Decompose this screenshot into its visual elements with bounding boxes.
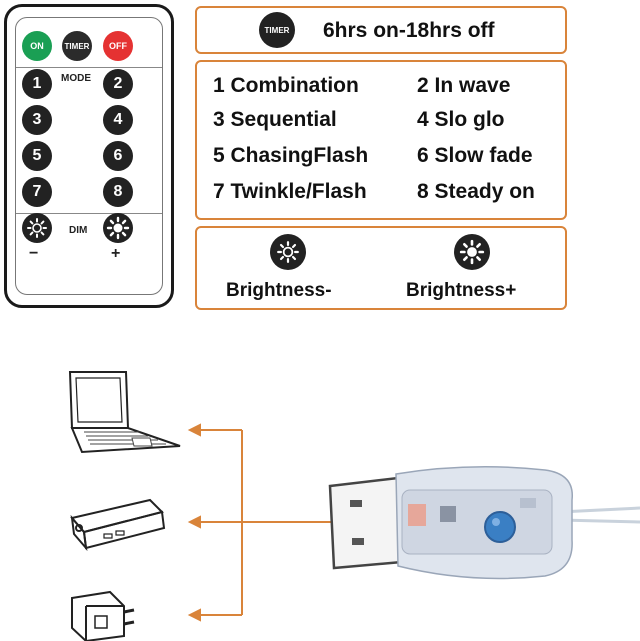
mode-button-label: 8 — [113, 183, 123, 200]
dim-label: DIM — [69, 225, 88, 236]
on-button[interactable]: ON — [22, 31, 52, 61]
timer-info-box: TIMER 6hrs on-18hrs off — [195, 6, 567, 54]
usb-controller-icon — [328, 466, 640, 580]
wall-adapter-icon — [71, 590, 135, 641]
mode-item-3: 3 Sequential — [213, 108, 337, 131]
plus-sign: + — [111, 245, 121, 262]
minus-sign: − — [29, 245, 39, 262]
remote-panel — [15, 17, 163, 295]
mode-item-7: 7 Twinkle/Flash — [213, 180, 367, 203]
timer-badge: TIMER — [259, 12, 295, 48]
sun-icon — [27, 218, 47, 238]
mode-button-label: 5 — [32, 147, 42, 164]
mode-button-5[interactable]: 5 — [22, 141, 52, 171]
remote-divider — [16, 67, 162, 68]
remote-control: ON TIMER OFF MODE 1 2 3 4 5 6 7 8 DIM — [4, 4, 174, 308]
mode-item-1: 1 Combination — [213, 74, 359, 97]
dim-up-button[interactable] — [103, 213, 133, 243]
mode-button-label: 7 — [32, 183, 42, 200]
brightness-plus-label: Brightness+ — [406, 280, 517, 301]
off-button[interactable]: OFF — [103, 31, 133, 61]
timer-label: TIMER — [64, 41, 90, 51]
off-label: OFF — [109, 41, 127, 51]
sun-icon — [277, 241, 299, 263]
laptop-icon — [68, 371, 181, 454]
modes-info-box: 1 Combination 2 In wave 3 Sequential 4 S… — [195, 60, 567, 220]
mode-button-label: 1 — [32, 75, 42, 92]
timer-button[interactable]: TIMER — [62, 31, 92, 61]
mode-button-2[interactable]: 2 — [103, 69, 133, 99]
mode-button-label: 4 — [113, 111, 123, 128]
mode-item-6: 6 Slow fade — [417, 144, 533, 167]
power-bank-icon — [70, 498, 166, 552]
mode-label: MODE — [61, 73, 91, 84]
mode-button-7[interactable]: 7 — [22, 177, 52, 207]
remote-divider — [16, 213, 162, 214]
brightness-info-box: Brightness- Brightness+ — [195, 226, 567, 310]
on-label: ON — [30, 41, 44, 51]
timer-badge-label: TIMER — [264, 25, 290, 35]
timer-description: 6hrs on-18hrs off — [323, 19, 495, 42]
brightness-down-icon — [270, 234, 306, 270]
mode-button-label: 3 — [32, 111, 42, 128]
mode-button-6[interactable]: 6 — [103, 141, 133, 171]
sun-bright-icon — [106, 216, 130, 240]
mode-item-5: 5 ChasingFlash — [213, 144, 369, 167]
mode-button-4[interactable]: 4 — [103, 105, 133, 135]
mode-item-8: 8 Steady on — [417, 180, 535, 203]
mode-item-4: 4 Slo glo — [417, 108, 505, 131]
mode-item-2: 2 In wave — [417, 74, 511, 97]
usb-power-diagram — [68, 371, 640, 641]
sun-bright-icon — [459, 239, 485, 265]
mode-button-label: 2 — [113, 75, 123, 92]
brightness-up-icon — [454, 234, 490, 270]
brightness-minus-label: Brightness- — [226, 280, 332, 301]
mode-button-label: 6 — [113, 147, 123, 164]
connection-arrows — [187, 423, 335, 622]
mode-button-1[interactable]: 1 — [22, 69, 52, 99]
mode-button-8[interactable]: 8 — [103, 177, 133, 207]
dim-down-button[interactable] — [22, 213, 52, 243]
mode-button-3[interactable]: 3 — [22, 105, 52, 135]
